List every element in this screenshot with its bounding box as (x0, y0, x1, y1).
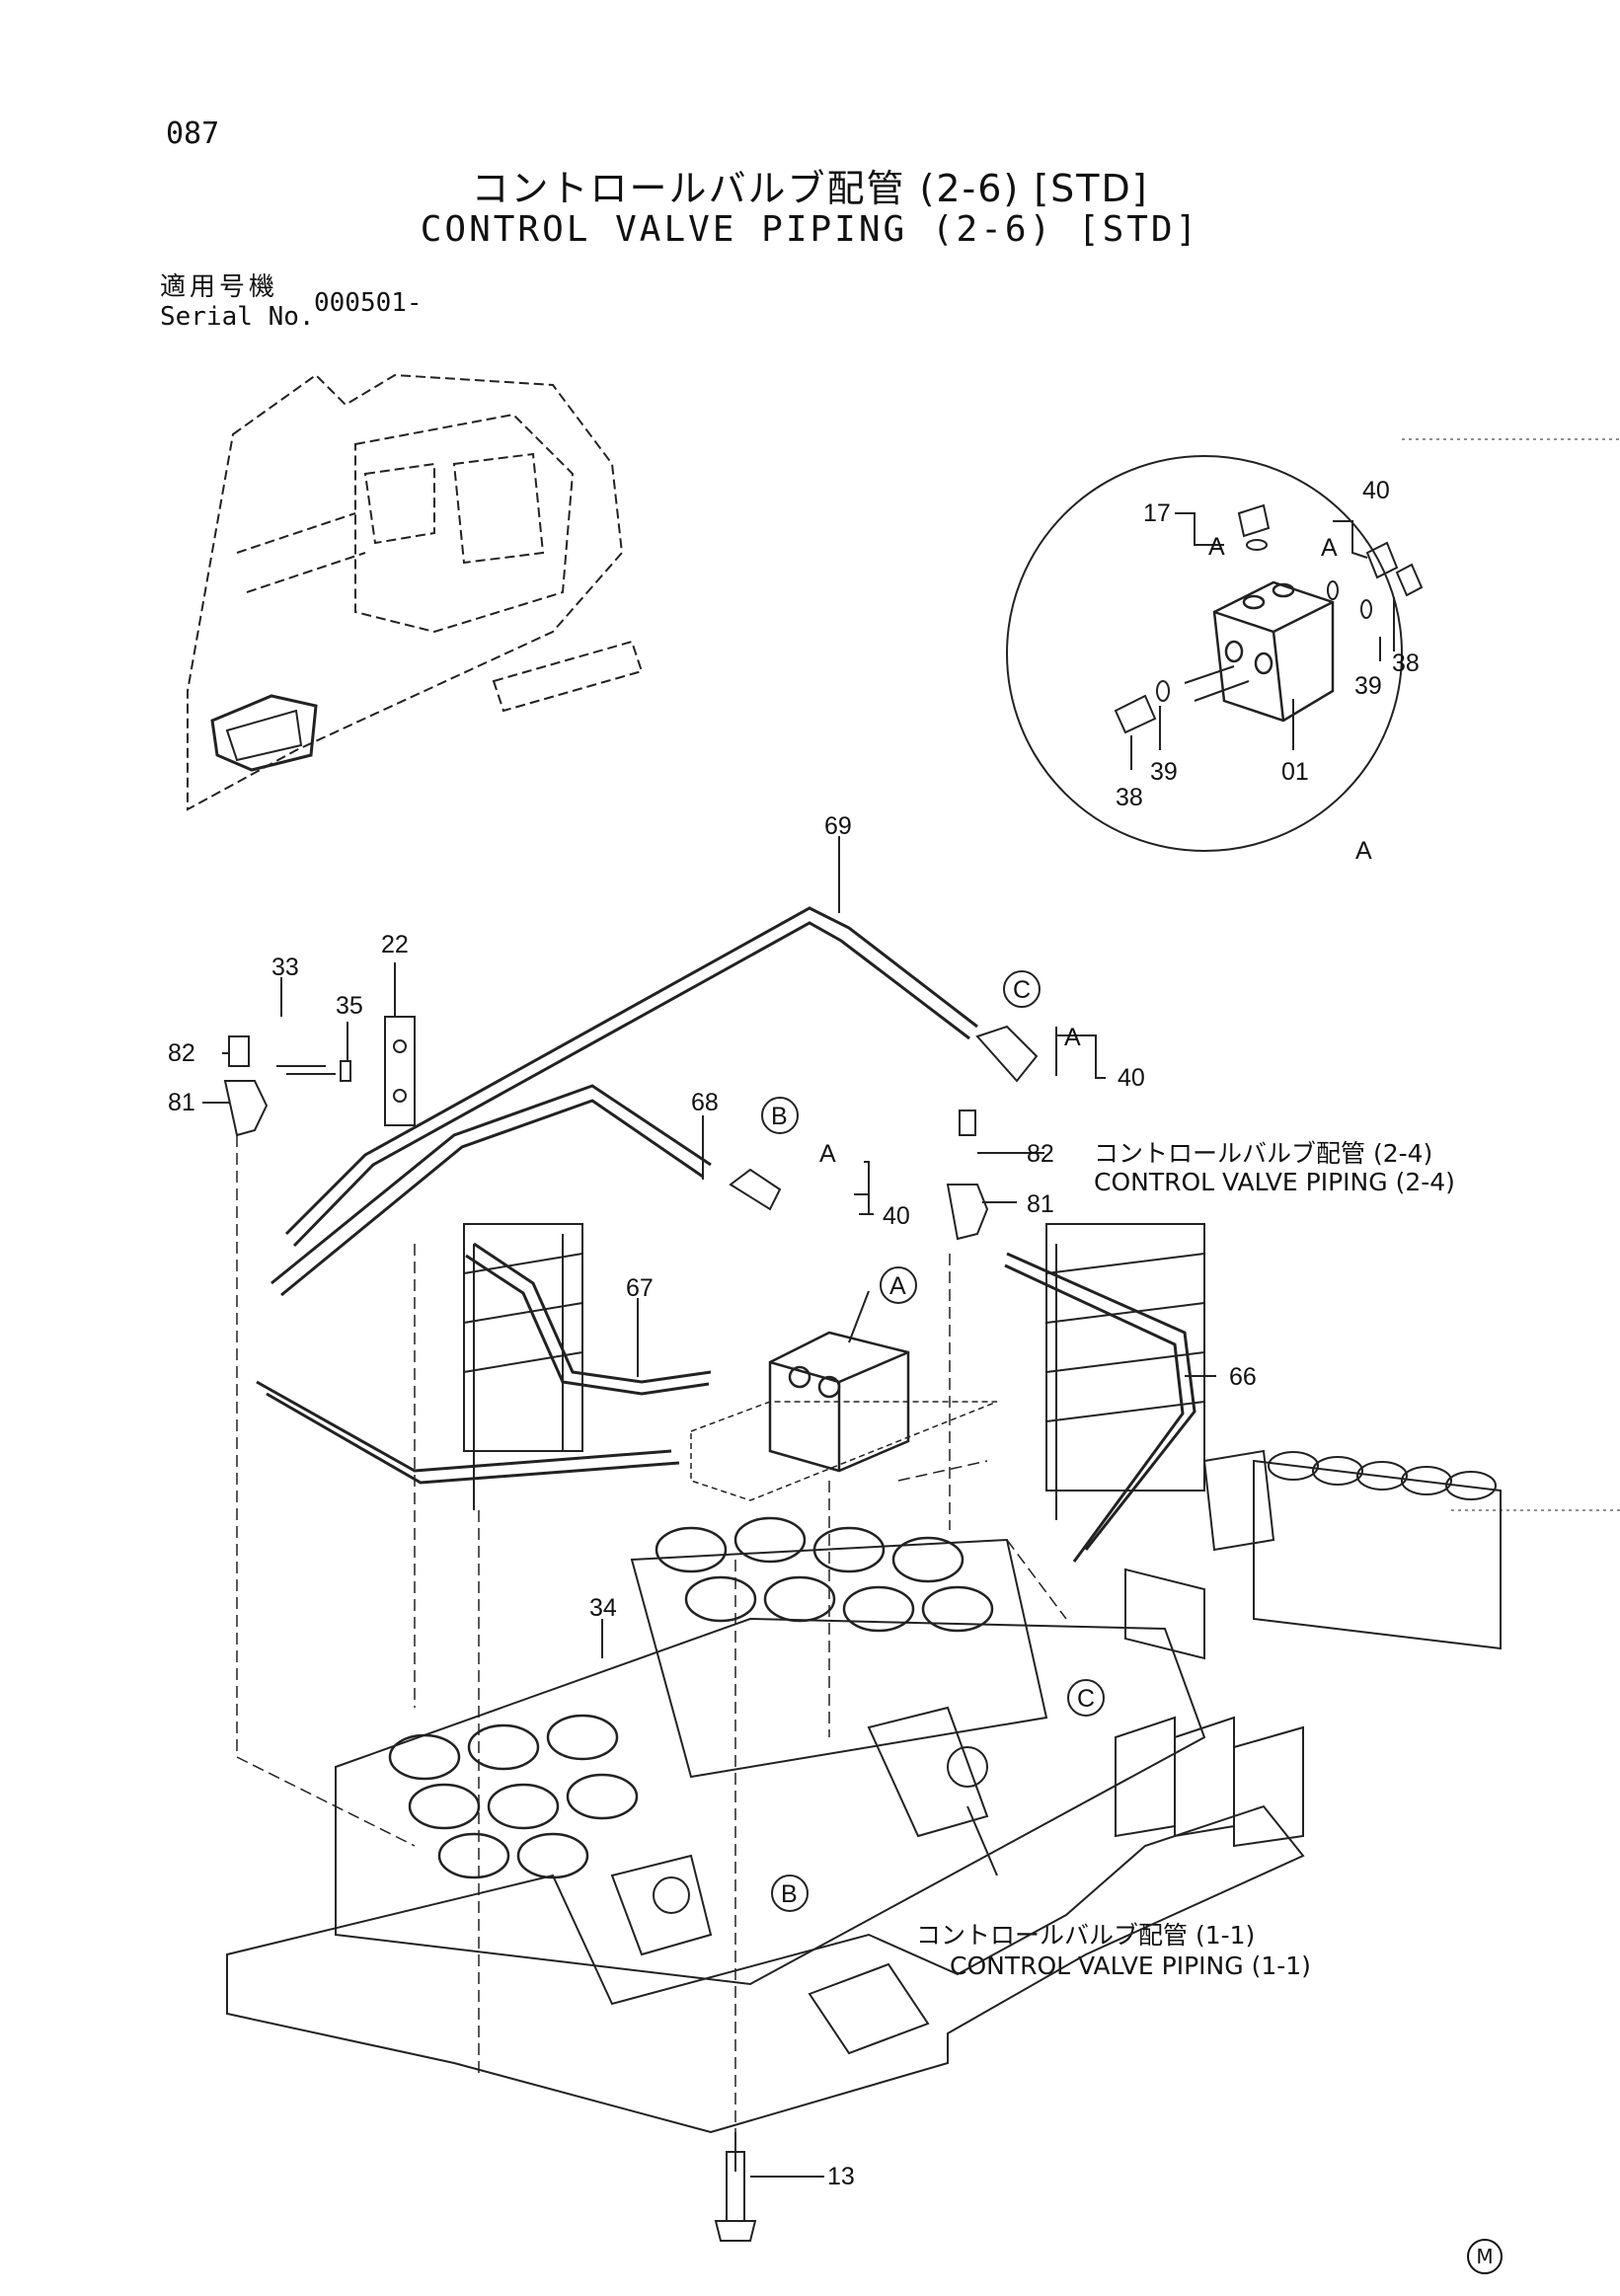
serial-value: 000501- (314, 288, 423, 318)
part-label-34[interactable]: 34 (589, 1594, 617, 1622)
part-label-33[interactable]: 33 (271, 954, 299, 981)
callout-c[interactable]: C (1013, 976, 1031, 1004)
callout-c-lower[interactable]: C (1077, 1685, 1095, 1713)
pipe-68 (270, 1084, 712, 1297)
callout-a-small-c: A (1064, 1024, 1081, 1051)
part-label-69[interactable]: 69 (824, 812, 852, 840)
bolt-13 (714, 2151, 757, 2242)
reference-1-1-jp[interactable]: コントロールバルブ配管 (1-1) (916, 1921, 1256, 1950)
callout-a-small-b: A (819, 1140, 836, 1168)
part-label-81-right[interactable]: 81 (1027, 1190, 1054, 1218)
part-label-13[interactable]: 13 (827, 2163, 855, 2190)
page-number: 087 (166, 116, 220, 151)
part-label-68[interactable]: 68 (691, 1089, 719, 1116)
control-valve-assembly (335, 1516, 1206, 1986)
detail-label-a2: A (1321, 534, 1338, 562)
callout-b-lower[interactable]: B (781, 1880, 798, 1908)
machine-overview-sketch (187, 373, 644, 811)
callout-circle-c2 (1067, 1679, 1105, 1717)
valve-stack-left (463, 1223, 583, 1510)
reference-2-4-en[interactable]: CONTROL VALVE PIPING (2-4) (1094, 1168, 1455, 1196)
part-label-81-left[interactable]: 81 (168, 1089, 195, 1116)
detail-label-38-left[interactable]: 38 (1116, 784, 1143, 811)
overview-highlight (210, 694, 318, 772)
pipe-69 (284, 906, 978, 1248)
detail-label-39-left[interactable]: 39 (1150, 758, 1178, 786)
part-label-40-lower[interactable]: 40 (883, 1202, 910, 1230)
base-plate (226, 1804, 1305, 2134)
callout-b[interactable]: B (771, 1103, 788, 1130)
part-label-66[interactable]: 66 (1229, 1363, 1257, 1391)
part-label-40-upper[interactable]: 40 (1118, 1064, 1145, 1092)
detail-label-17[interactable]: 17 (1143, 499, 1171, 527)
detail-label-01[interactable]: 01 (1281, 758, 1309, 786)
part-label-35[interactable]: 35 (336, 992, 363, 1020)
reference-2-4-jp[interactable]: コントロールバルブ配管 (2-4) (1094, 1139, 1433, 1168)
part-label-67[interactable]: 67 (626, 1274, 654, 1302)
serial-label-english: Serial No. (160, 302, 315, 332)
detail-label-40[interactable]: 40 (1362, 477, 1390, 504)
detail-label-39-right[interactable]: 39 (1354, 672, 1382, 700)
callout-circle-b2 (771, 1875, 809, 1912)
callout-a[interactable]: A (889, 1272, 906, 1300)
detail-block (1212, 580, 1335, 723)
part-label-82-right[interactable]: 82 (1027, 1140, 1054, 1168)
fittings (223, 1016, 1039, 1241)
center-valve-block (690, 1331, 998, 1501)
title-english: CONTROL VALVE PIPING (2-6) [STD] (420, 209, 1200, 250)
reference-1-1-en[interactable]: CONTROL VALVE PIPING (1-1) (950, 1952, 1311, 1980)
serial-label-japanese: 適用号機 (160, 272, 279, 302)
title-japanese: コントロールバルブ配管 (2-6) [STD] (471, 167, 1149, 210)
callout-circle-a (880, 1266, 917, 1304)
pipe-67 (256, 1242, 712, 1485)
detail-view-circle (1006, 455, 1403, 852)
part-label-82-left[interactable]: 82 (168, 1039, 195, 1067)
part-label-22[interactable]: 22 (381, 931, 409, 958)
valve-stack-right (1045, 1223, 1205, 1520)
callout-circle-c (1003, 970, 1041, 1008)
detail-label-a1: A (1208, 533, 1225, 561)
callout-circle-b (761, 1097, 799, 1134)
detail-label-38-right[interactable]: 38 (1392, 650, 1420, 677)
pipe-66 (1004, 1252, 1196, 1563)
right-blocks (1115, 1449, 1620, 1848)
manufacturer-mark: M (1467, 2239, 1503, 2274)
detail-view-label-a[interactable]: A (1355, 837, 1372, 865)
